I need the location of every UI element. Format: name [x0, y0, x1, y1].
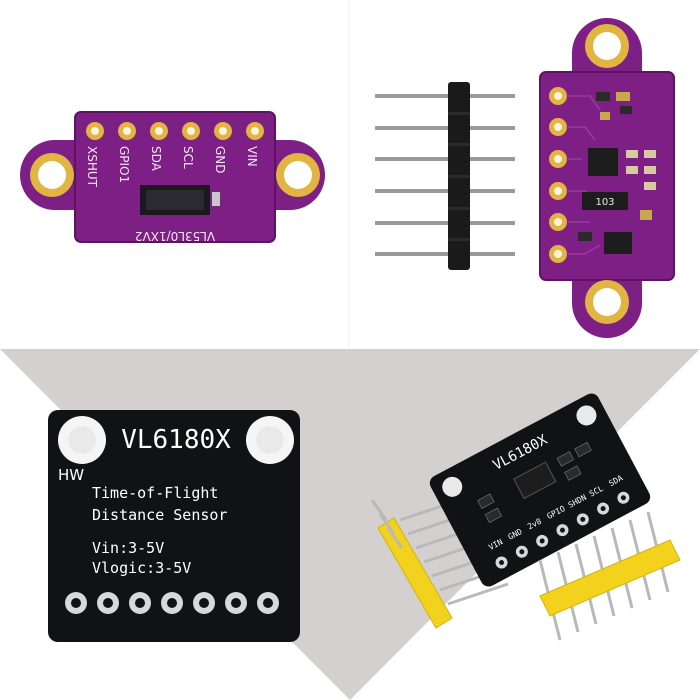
pin-label-gpio1: GPIO1	[117, 146, 131, 183]
tof-sensor-chip	[140, 185, 220, 215]
vl6180x-board-tilted: VL6180X VIN GND 2v8 GPIO SHDN SCL SDA	[429, 393, 651, 587]
white-mounting-hole-right	[246, 416, 294, 464]
board-title: VL6180X	[121, 425, 231, 455]
yellow-header-angled	[370, 498, 509, 629]
mounting-hole-top	[585, 24, 629, 68]
vl6180x-board-front: VL6180X HW Time-of-Flight Distance Senso…	[48, 410, 300, 642]
vl53l0x-board-front: XSHUT GPIO1 SDA SCL GND VIN VL53L0/1XV2	[20, 111, 325, 243]
resistor-103: 103	[582, 192, 628, 210]
vin-spec: Vin:3-5V	[92, 539, 164, 557]
pin-label-gnd: GND	[213, 146, 227, 174]
mounting-hole-right	[276, 153, 320, 197]
mounting-hole-bottom	[585, 280, 629, 324]
pin-label-xshut: XSHUT	[85, 146, 99, 188]
description-line-2: Distance Sensor	[92, 506, 227, 524]
description-line-1: Time-of-Flight	[92, 484, 218, 502]
resistor-code-label: 103	[595, 197, 614, 208]
back-pin-pads	[549, 87, 567, 263]
board-model-text: VL53L0/1XV2	[135, 229, 215, 243]
white-mounting-hole-left	[58, 416, 106, 464]
vlogic-spec: Vlogic:3-5V	[92, 559, 191, 577]
pin-header-straight	[375, 82, 515, 270]
smd-components	[578, 92, 656, 254]
tilted-pin-holes	[495, 491, 630, 569]
pin-label-sda: SDA	[149, 146, 163, 172]
pin-label-vin: VIN	[245, 146, 259, 167]
vl53l0x-board-back: 103	[539, 18, 675, 338]
pin-label-scl: SCL	[181, 146, 195, 169]
yellow-header-straight	[538, 511, 681, 641]
brand-mark: HW	[58, 466, 84, 484]
pin-pads-row	[86, 122, 264, 140]
mounting-hole-left	[30, 153, 74, 197]
front-pin-holes	[65, 592, 279, 614]
